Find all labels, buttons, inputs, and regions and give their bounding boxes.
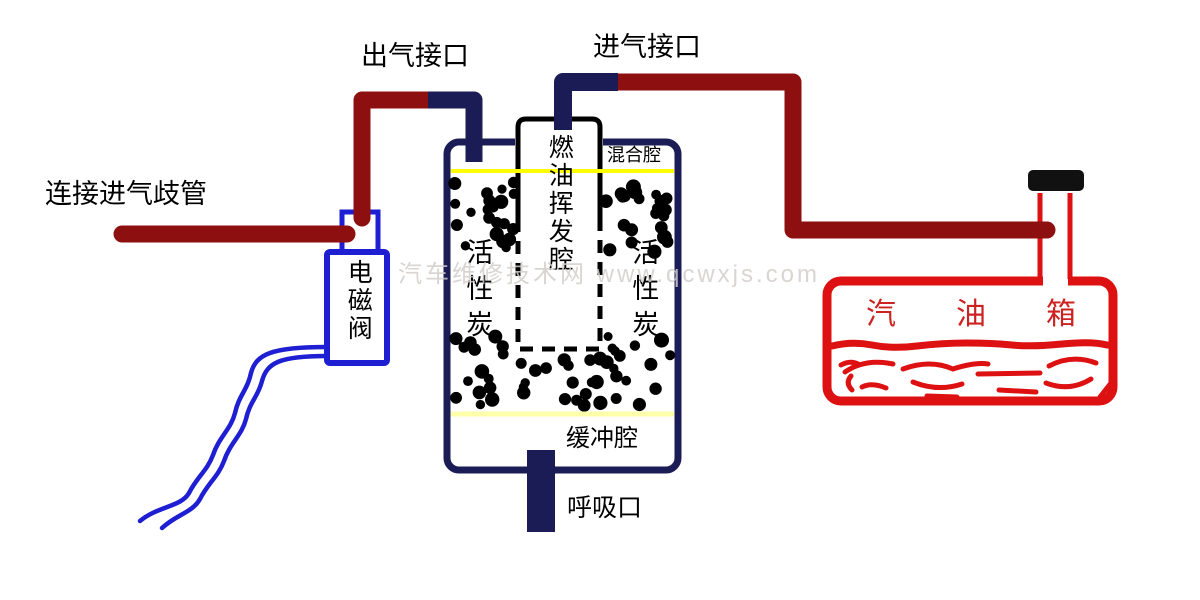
carbon-dot xyxy=(593,351,607,366)
carbon-dot xyxy=(450,219,463,231)
carbon-dot xyxy=(540,362,552,374)
valve-body xyxy=(324,249,390,366)
label-intake-manifold: 连接进气歧管 xyxy=(45,179,207,209)
carbon-dot xyxy=(566,376,579,389)
carbon-dot xyxy=(571,394,583,406)
carbon-dot xyxy=(613,350,626,362)
carbon-dot xyxy=(644,357,658,371)
carbon-dot xyxy=(497,348,509,360)
fuel-tank-body xyxy=(822,276,1118,406)
carbon-dot xyxy=(610,370,623,383)
label-buffer-chamber: 缓冲腔 xyxy=(566,426,638,452)
label-solenoid-valve: 电磁阀 xyxy=(344,259,372,343)
carbon-dot xyxy=(603,332,613,341)
carbon-dot xyxy=(647,244,662,259)
carbon-dot xyxy=(520,378,530,388)
label-activated-carbon-right: 活性炭 xyxy=(628,238,659,346)
red-pipes xyxy=(113,73,1056,243)
carbon-dot xyxy=(450,391,462,404)
carbon-dot xyxy=(475,399,486,410)
label-fuel-tank: 汽油箱 xyxy=(866,298,1136,331)
carbon-dot xyxy=(658,210,670,222)
carbon-dot xyxy=(508,188,519,199)
carbon-dot xyxy=(625,236,638,249)
carbon-dot xyxy=(460,241,471,251)
fuel-tank-shape xyxy=(822,170,1118,406)
carbon-dot xyxy=(483,212,495,224)
carbon-dot xyxy=(494,194,509,209)
carbon-dot xyxy=(496,234,510,249)
label-mixing-chamber: 混合腔 xyxy=(607,145,661,165)
carbon-dot xyxy=(593,395,608,410)
carbon-dot xyxy=(599,194,613,208)
carbon-dot xyxy=(558,393,572,406)
pipe-valve-to-canister xyxy=(353,91,441,227)
carbon-dot xyxy=(497,184,507,194)
carbon-dot xyxy=(483,373,494,384)
evap-column-dashed-border xyxy=(515,219,603,352)
carbon-dot xyxy=(617,218,631,232)
carbon-dot xyxy=(629,340,641,351)
carbon-dot xyxy=(472,385,487,400)
navy-ports xyxy=(428,73,618,162)
carbon-dot xyxy=(584,354,596,366)
canister-outlet-stub xyxy=(428,91,483,162)
carbon-dot xyxy=(468,343,482,356)
carbon-dot xyxy=(649,382,662,395)
carbon-dot xyxy=(661,235,674,248)
carbon-dot xyxy=(651,203,661,213)
carbon-dot xyxy=(485,392,500,407)
label-inlet-port: 进气接口 xyxy=(593,32,701,62)
carbon-dot xyxy=(632,397,647,412)
carbon-dot xyxy=(482,204,494,215)
label-activated-carbon-left: 活性炭 xyxy=(462,238,493,346)
pipe-tank-to-canister xyxy=(605,73,1056,239)
label-breather-port: 呼吸口 xyxy=(567,495,643,522)
carbon-dot xyxy=(507,176,520,189)
carbon-dot xyxy=(515,357,527,369)
carbon-dot xyxy=(654,332,669,348)
valve-wire-lower xyxy=(159,353,330,531)
fuel-cap xyxy=(1028,170,1084,191)
carbon-dot xyxy=(579,388,592,400)
carbon-dot xyxy=(483,381,497,395)
label-fuel-evaporation-chamber: 燃油挥发腔 xyxy=(545,134,573,274)
carbon-dot xyxy=(529,364,542,377)
carbon-dot xyxy=(609,363,619,374)
carbon-dot xyxy=(488,329,503,344)
canister-inlet-stub xyxy=(554,73,618,130)
label-outlet-port: 出气接口 xyxy=(361,41,469,71)
breather-stub xyxy=(527,450,555,532)
carbon-dot xyxy=(625,179,641,195)
carbon-dot xyxy=(557,353,571,367)
carbon-dot xyxy=(450,198,461,209)
fuel-level-and-squiggles xyxy=(828,339,1114,400)
activated-carbon-dots xyxy=(448,176,676,412)
watermark: 汽车维修技术网 www.qcwxjs.com xyxy=(398,261,821,288)
carbon-dot xyxy=(616,190,629,203)
carbon-dot xyxy=(589,374,604,390)
carbon-dot xyxy=(466,207,476,217)
carbon-canister-shape xyxy=(443,116,682,532)
fuel-tank-neck-opening xyxy=(1043,272,1068,290)
carbon-dot xyxy=(665,350,676,361)
carbon-dot xyxy=(463,376,473,386)
carbon-dot xyxy=(483,191,493,201)
evap-column-fill xyxy=(515,116,603,352)
carbon-dot xyxy=(603,243,617,257)
valve-wire-upper xyxy=(137,344,330,524)
carbon-dot xyxy=(621,375,632,386)
carbon-dot xyxy=(449,332,463,346)
carbon-dot xyxy=(610,393,622,404)
carbon-dot xyxy=(507,223,520,236)
carbon-dot xyxy=(448,177,462,190)
